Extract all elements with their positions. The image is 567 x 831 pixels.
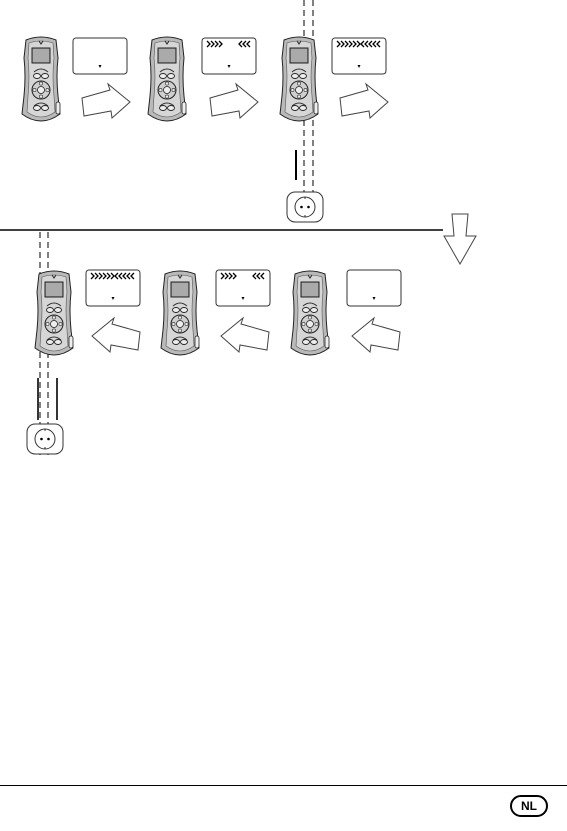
wall-socket-icon xyxy=(27,424,63,454)
display-panel-icon xyxy=(347,270,401,306)
left-arrow-icon xyxy=(352,318,400,352)
language-badge: NL xyxy=(510,795,548,817)
multi-detector-device-icon xyxy=(280,37,318,121)
right-arrow-icon xyxy=(340,84,388,118)
wall-socket-icon xyxy=(287,192,323,222)
display-panel-icon xyxy=(332,38,386,74)
display-panel-icon xyxy=(216,270,270,306)
display-panel-icon xyxy=(202,38,256,74)
multi-detector-device-icon xyxy=(161,271,199,355)
footer-rule xyxy=(0,785,567,786)
multi-detector-device-icon xyxy=(291,271,329,355)
display-panel-icon xyxy=(86,270,140,306)
left-arrow-icon xyxy=(221,318,269,352)
multi-detector-device-icon xyxy=(22,37,60,121)
down-arrow-icon xyxy=(444,214,476,264)
display-panel-icon xyxy=(73,38,127,74)
left-arrow-icon xyxy=(92,318,140,352)
multi-detector-device-icon xyxy=(35,271,73,355)
multi-detector-device-icon xyxy=(148,37,186,121)
right-arrow-icon xyxy=(210,84,258,118)
right-arrow-icon xyxy=(82,84,130,118)
